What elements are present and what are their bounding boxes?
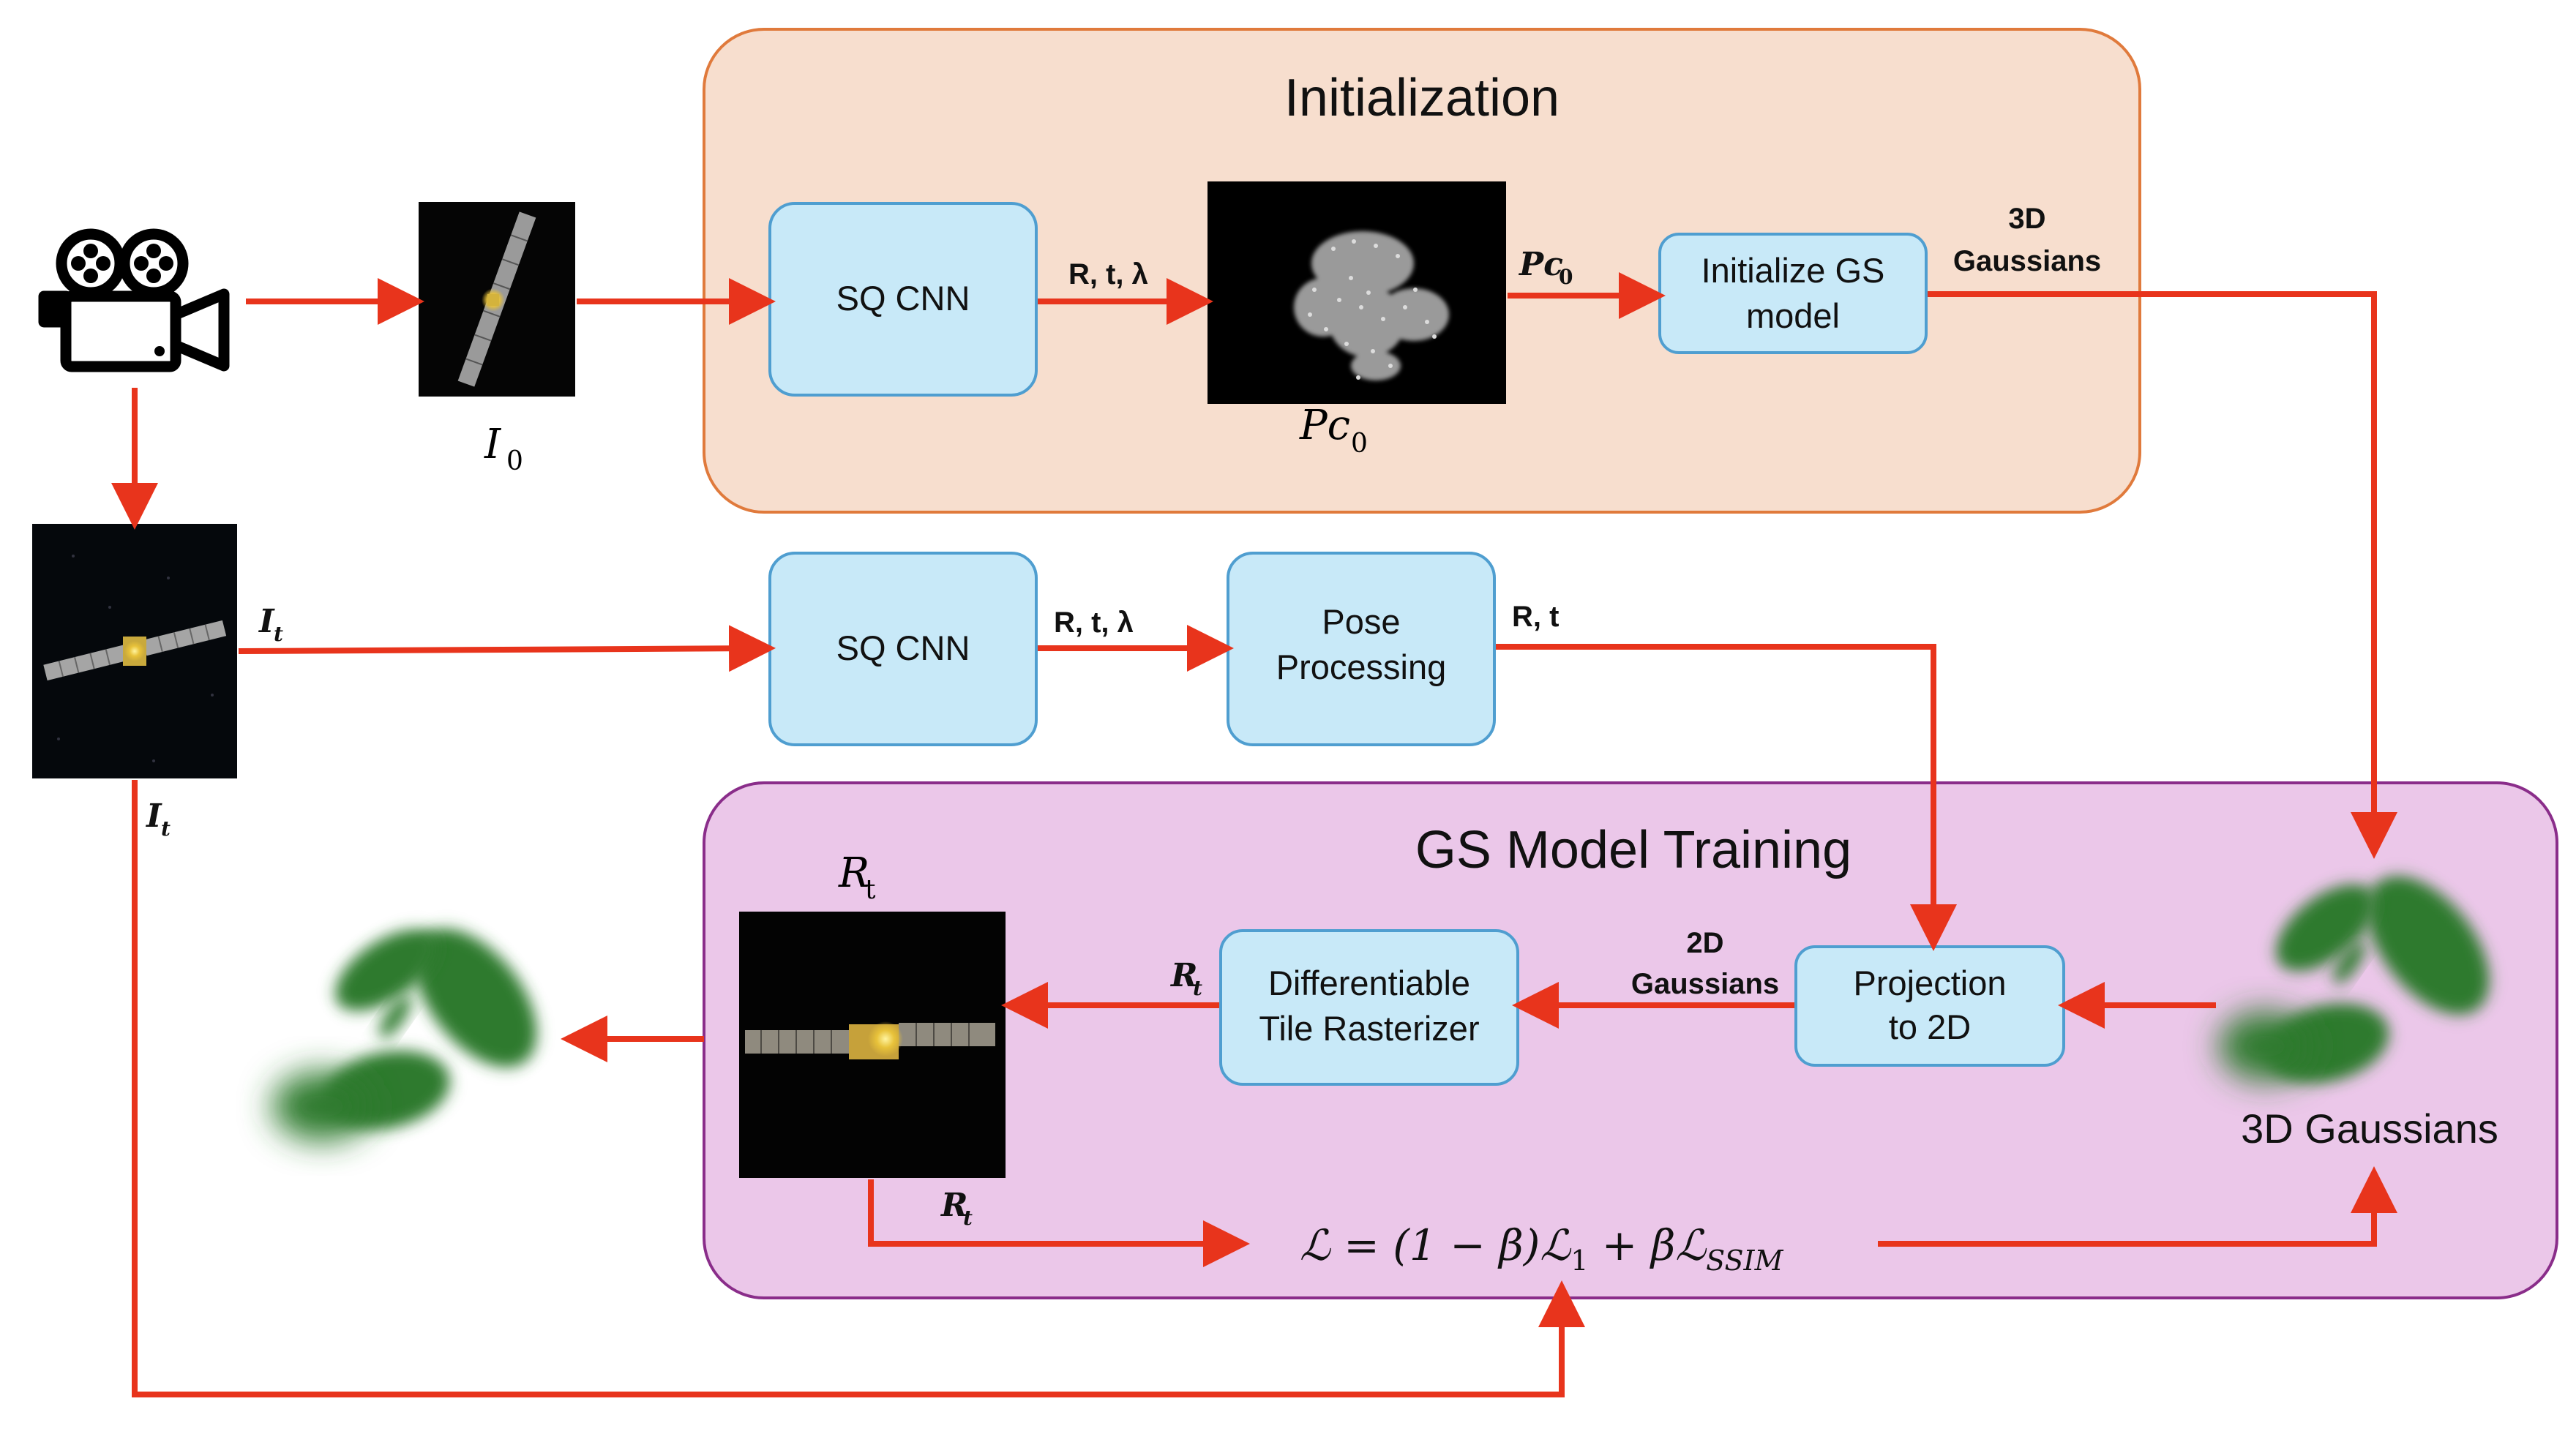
label-it-arrow: I t — [258, 603, 283, 646]
rasterizer-label-line2: Tile Rasterizer — [1259, 1009, 1479, 1048]
svg-text:0: 0 — [1351, 429, 1368, 459]
video-camera-icon — [38, 228, 230, 372]
label-pc0: Pc 0 — [1299, 402, 1368, 459]
svg-text:t: t — [865, 875, 876, 905]
gaussians-3d-caption: 3D Gaussians — [2241, 1105, 2498, 1152]
arrow-rt-to-loss — [868, 1179, 1250, 1267]
svg-text:I: I — [145, 797, 162, 835]
svg-text:R: R — [1169, 957, 1198, 994]
arrow-it-to-sqcnn — [238, 625, 776, 672]
label-rtl-mid: R, t, λ — [1054, 607, 1134, 639]
projection-label-line2: to 2D — [1889, 1007, 1971, 1046]
svg-text:t: t — [274, 622, 283, 646]
gaussian-ellipsoids-output — [272, 928, 537, 1141]
label-2d-gaussians-line2: Gaussians — [1631, 968, 1779, 1000]
pose-processing-label-line1: Pose — [1322, 602, 1400, 641]
label-rt-arrow: R t — [1169, 957, 1202, 1000]
arrow-initgs-to-3dgaussians — [1928, 291, 2397, 859]
point-cloud-image — [1208, 181, 1506, 404]
projection-label-line1: Projection — [1854, 964, 2007, 1002]
rasterizer-block — [1219, 929, 1519, 1086]
input-image-it — [32, 524, 237, 778]
svg-text:Pc: Pc — [1518, 246, 1563, 283]
sq-cnn-mid-label: SQ CNN — [836, 628, 970, 667]
svg-text:I: I — [258, 603, 275, 640]
initialization-title: Initialization — [1284, 69, 1560, 127]
label-it-below: I t — [145, 797, 171, 841]
training-title: GS Model Training — [1415, 821, 1852, 879]
init-gs-label-line2: model — [1746, 296, 1840, 335]
svg-text:Pc: Pc — [1299, 402, 1350, 449]
svg-text:t: t — [1193, 976, 1202, 1000]
arrow-loss-to-3dgaussians — [1878, 1166, 2397, 1247]
label-rtl-top: R, t, λ — [1068, 258, 1148, 290]
label-2d-gaussians-line1: 2D — [1686, 927, 1723, 959]
rendered-image-rt — [739, 912, 1006, 1178]
label-rt-pose: R, t — [1512, 601, 1559, 633]
svg-text:I: I — [484, 421, 502, 468]
label-3d-gaussians-line1: 3D — [2008, 203, 2045, 235]
label-3d-gaussians-line2: Gaussians — [1953, 245, 2101, 277]
label-pc0-arrow: Pc 0 — [1518, 246, 1573, 289]
arrow-it-to-loss — [132, 780, 1585, 1397]
svg-text:R: R — [940, 1187, 968, 1224]
gaussian-ellipsoids-3d — [2219, 876, 2490, 1084]
pose-processing-label-line2: Processing — [1276, 647, 1447, 686]
label-rt-top: R t — [838, 849, 876, 905]
svg-text:R: R — [838, 849, 869, 897]
rasterizer-label-line1: Differentiable — [1268, 964, 1470, 1002]
label-rt-below: R t — [940, 1187, 973, 1230]
svg-text:0: 0 — [1559, 265, 1573, 289]
input-image-i0 — [419, 202, 575, 397]
svg-text:0: 0 — [506, 446, 523, 476]
arrows — [111, 272, 2397, 1397]
arrow-pose-to-projection — [1496, 644, 1957, 951]
svg-text:t: t — [161, 817, 171, 841]
sq-cnn-top-label: SQ CNN — [836, 279, 970, 318]
init-gs-label-line1: Initialize GS — [1701, 251, 1885, 290]
label-i0: I 0 — [484, 421, 523, 476]
svg-text:t: t — [963, 1206, 973, 1230]
loss-equation: ℒ = (1 − β)ℒ1 + βℒSSIM — [1300, 1220, 1784, 1277]
